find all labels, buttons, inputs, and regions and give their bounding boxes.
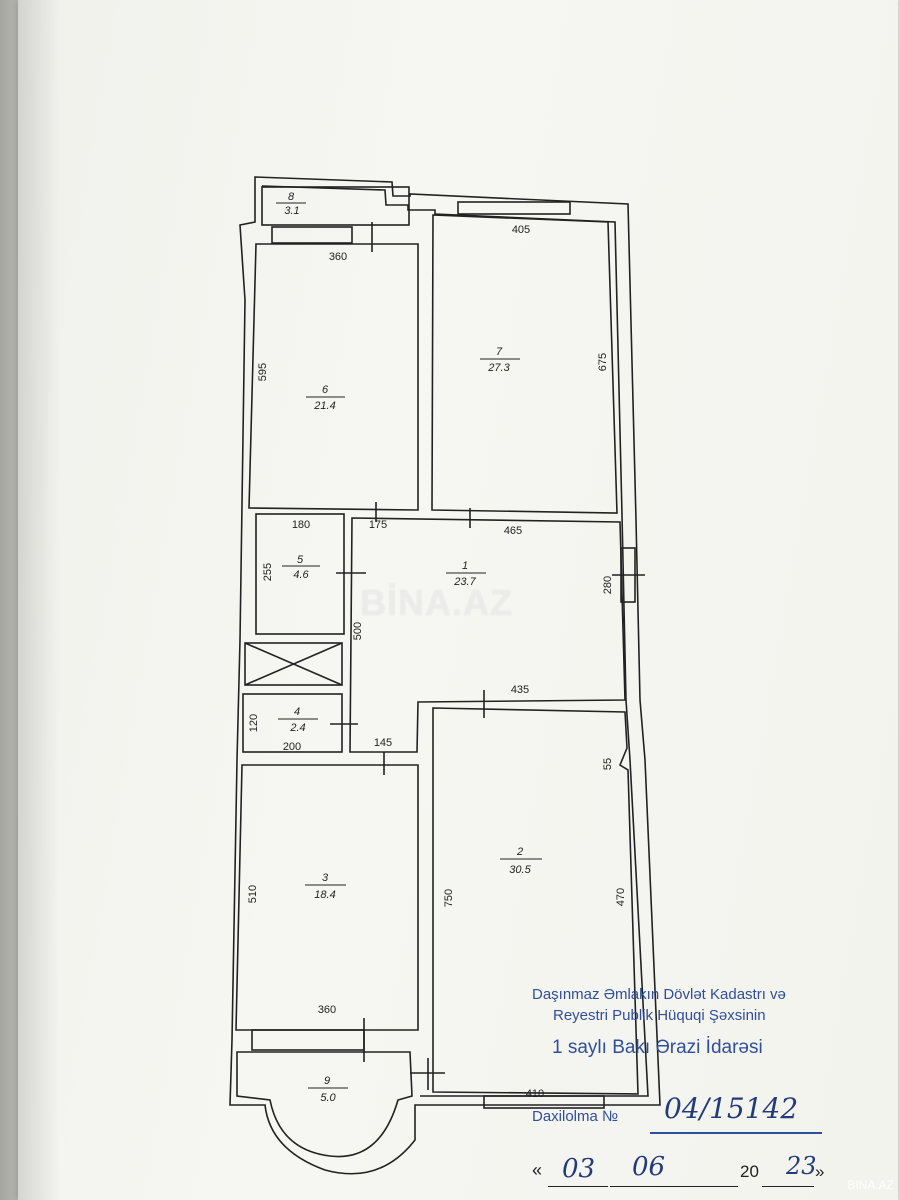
date-close-quote: »	[815, 1162, 825, 1181]
room-label-2: 2 30.5	[500, 846, 542, 876]
inner-wall-line	[261, 185, 649, 1097]
site-watermark: BİNA.AZ	[360, 582, 513, 623]
corner-watermark: BINA.AZ	[847, 1178, 894, 1192]
room-number: 6	[322, 384, 329, 396]
date-day: 03	[562, 1154, 596, 1184]
room-number: 4	[294, 706, 300, 718]
room-label-1: 1 23.7	[446, 560, 486, 588]
window-2	[483, 1095, 605, 1109]
room-2-outline	[432, 707, 639, 1095]
room-8-outline	[261, 186, 410, 226]
window-7	[457, 201, 571, 215]
room-number: 3	[322, 872, 329, 884]
dimension-label: 470	[615, 888, 627, 906]
room-6-outline	[248, 243, 419, 511]
room-label-3: 3 18.4	[305, 872, 346, 901]
room-number: 5	[297, 554, 304, 566]
dimension-label: 280	[602, 576, 614, 594]
room-number: 1	[462, 560, 468, 572]
dimension-label: 410	[526, 1088, 544, 1100]
outer-wall	[229, 176, 661, 1175]
room-number: 8	[288, 191, 295, 203]
dimension-label: 510	[247, 885, 259, 903]
stamp-line-1: Daşınmaz Əmlakın Dövlət Kadastrı və	[532, 986, 786, 1003]
year-prefix: 20	[740, 1162, 759, 1181]
dimension-label: 675	[597, 353, 609, 371]
room-label-8: 8 3.1	[276, 191, 306, 217]
room-number: 9	[324, 1075, 330, 1087]
room-area: 30.5	[509, 864, 531, 876]
day-underline	[548, 1186, 608, 1187]
dimension-label: 435	[511, 684, 529, 696]
room-9-outline	[236, 1051, 413, 1158]
year-underline	[762, 1186, 814, 1187]
room-4-outline	[242, 693, 343, 753]
date-month: 06	[632, 1152, 666, 1182]
room-label-4: 4 2.4	[278, 706, 318, 734]
stamp-line-2: Reyestri Publik Hüquqi Şəxsinin	[553, 1007, 766, 1024]
shaft-cross-2	[244, 642, 343, 686]
shaft-outline	[244, 642, 343, 686]
room-7-outline	[431, 214, 618, 514]
room-area: 23.7	[453, 576, 476, 588]
room-label-7: 7 27.3	[480, 346, 520, 374]
room-label-5: 5 4.6	[282, 554, 320, 581]
room-area: 18.4	[314, 889, 335, 901]
room-3-outline	[235, 764, 419, 1031]
dimension-label: 120	[248, 714, 260, 732]
dimension-label: 255	[262, 563, 274, 581]
dimension-label: 405	[512, 224, 530, 236]
room-number: 2	[516, 846, 523, 858]
room-label-9: 9 5.0	[308, 1075, 348, 1104]
dimension-label: 55	[602, 758, 614, 770]
room-label-6: 6 21.4	[306, 384, 345, 412]
window-8	[271, 226, 353, 244]
room-area: 5.0	[320, 1092, 336, 1104]
page-shadow	[0, 0, 60, 1200]
room-number: 7	[496, 346, 503, 358]
dimension-label: 145	[374, 737, 392, 749]
room-5-outline	[255, 513, 345, 635]
room-area: 3.1	[284, 205, 299, 217]
dimension-labels: 360 595 405 675 180 175 465 255 280 500 …	[247, 224, 627, 1100]
date-open-quote: «	[532, 1160, 543, 1180]
dimension-label: 180	[292, 519, 310, 531]
dimension-label: 360	[329, 251, 347, 263]
dimension-label: 175	[369, 519, 387, 531]
dimension-label: 595	[257, 363, 269, 381]
dimension-label: 200	[283, 741, 301, 753]
registration-number: 04/15142	[664, 1092, 799, 1125]
registration-underline	[650, 1132, 822, 1134]
registration-label: Daxilolma №	[532, 1108, 619, 1125]
dimension-label: 500	[352, 622, 364, 640]
dimension-label: 360	[318, 1004, 336, 1016]
date-year: 23	[786, 1152, 817, 1180]
window-3	[251, 1029, 365, 1051]
room-area: 27.3	[487, 362, 510, 374]
stamp-office-name: 1 saylı Bakı Ərazi İdarəsi	[552, 1037, 763, 1058]
dimension-label: 750	[443, 889, 455, 907]
room-area: 21.4	[313, 400, 335, 412]
document-page	[18, 0, 898, 1200]
room-labels: 8 3.1 6 21.4 7 27.3 5 4.6 1 23.7 4 2.4	[276, 191, 542, 1104]
room-area: 4.6	[293, 569, 309, 581]
room-1-outline	[349, 517, 626, 753]
dimension-label: 465	[504, 525, 522, 537]
room-area: 2.4	[289, 722, 305, 734]
month-underline	[610, 1186, 738, 1187]
